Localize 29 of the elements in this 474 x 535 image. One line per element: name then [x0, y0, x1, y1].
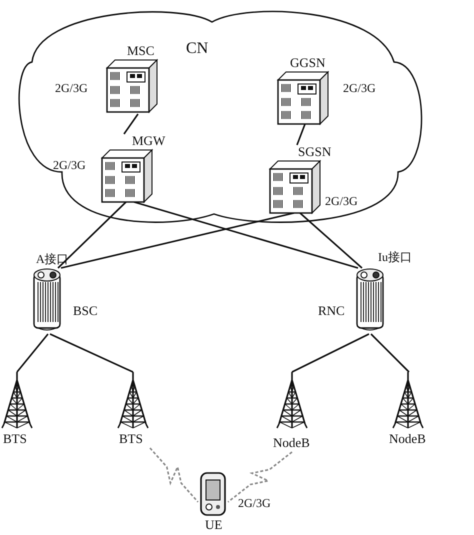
node-annotation: 2G/3G [325, 194, 358, 208]
link-line [16, 334, 49, 372]
link-line [123, 114, 139, 134]
node-label: CN [186, 42, 208, 56]
node-label: GGSN [290, 56, 326, 70]
node-annotation: 2G/3G [55, 81, 88, 95]
link-line [299, 212, 363, 269]
node-label: BTS [119, 432, 143, 446]
link-line [134, 201, 358, 269]
link-line [57, 201, 127, 269]
link-line [370, 333, 410, 373]
node-annotation: Iu接口 [378, 250, 412, 264]
node-label: NodeB [273, 436, 310, 450]
link-line [292, 333, 370, 373]
node-annotation: 2G/3G [343, 81, 376, 95]
node-label: BSC [73, 304, 98, 318]
link-line [296, 124, 306, 146]
node-label: MSC [127, 44, 154, 58]
node-label: BTS [3, 432, 27, 446]
node-label: UE [205, 518, 222, 532]
wireless-link [228, 451, 292, 503]
node-label: RNC [318, 304, 345, 318]
node-label: SGSN [298, 145, 332, 159]
node-label: NodeB [389, 432, 426, 446]
node-label: MGW [132, 134, 166, 148]
node-annotation: 2G/3G [238, 496, 271, 510]
wireless-link [149, 447, 199, 503]
node-annotation: 2G/3G [53, 158, 86, 172]
link-line [50, 333, 134, 373]
